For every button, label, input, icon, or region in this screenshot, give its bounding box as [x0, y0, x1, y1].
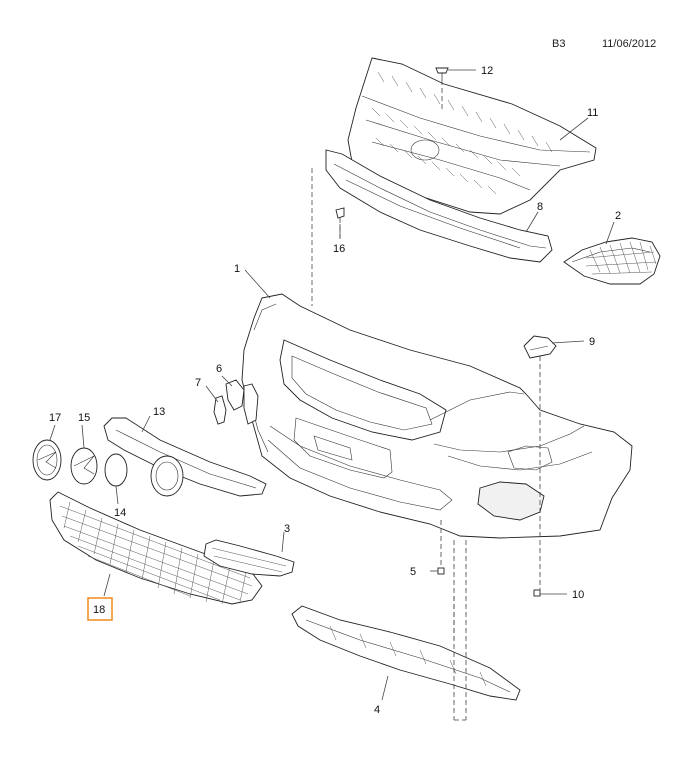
- callout-13: 13: [153, 406, 165, 418]
- part-bracket-6[interactable]: [225, 379, 245, 411]
- callout-16: 16: [333, 243, 345, 255]
- callout-3: 3: [284, 523, 290, 535]
- callout-17: 17: [49, 412, 61, 424]
- callout-18-highlight[interactable]: [87, 597, 113, 621]
- part-emblem-ring[interactable]: [150, 455, 184, 497]
- part-upper-grille-carrier[interactable]: [347, 57, 597, 215]
- part-screw-5[interactable]: [437, 567, 445, 575]
- part-emblem[interactable]: [32, 439, 62, 481]
- part-fog-lamp-grille-right[interactable]: [563, 237, 661, 285]
- part-emblem-base[interactable]: [104, 453, 128, 487]
- callout-14: 14: [114, 507, 126, 519]
- callout-labels: 12 11 2 8 16 1 9 6 7 13 17 15 14 3 5 10 …: [49, 65, 621, 716]
- part-lower-deflector[interactable]: [291, 605, 521, 701]
- callout-10: 10: [572, 589, 584, 601]
- part-grille-trim-strip[interactable]: [325, 149, 553, 263]
- callout-7: 7: [195, 377, 201, 389]
- part-lower-grille[interactable]: [49, 491, 263, 605]
- part-screw-10[interactable]: [533, 589, 541, 597]
- callout-1: 1: [234, 263, 240, 275]
- callout-18[interactable]: 18: [93, 604, 105, 616]
- callout-6: 6: [216, 363, 222, 375]
- callout-5: 5: [410, 566, 416, 578]
- part-bracket-7[interactable]: [213, 395, 227, 425]
- diagram-date: 11/06/2012: [602, 38, 657, 50]
- assembly-guide-lines: [311, 80, 541, 721]
- callout-9: 9: [589, 336, 595, 348]
- callout-4: 4: [374, 704, 380, 716]
- part-mounting-bracket[interactable]: [523, 335, 557, 359]
- callout-2: 2: [615, 210, 621, 222]
- diagram-code: B3: [552, 38, 566, 50]
- part-front-bumper-cover[interactable]: [241, 293, 633, 539]
- part-clip-16[interactable]: [335, 207, 345, 219]
- part-bracket-left-edge[interactable]: [243, 383, 259, 425]
- part-chrome-trim-strip[interactable]: [103, 417, 267, 497]
- callout-11: 11: [587, 107, 598, 119]
- callout-8: 8: [537, 201, 543, 213]
- callout-leader-lines: [49, 69, 615, 701]
- part-fog-lamp-bezel-left[interactable]: [203, 539, 295, 577]
- part-screw-12[interactable]: [435, 67, 449, 80]
- callout-12: 12: [481, 65, 493, 77]
- callout-15: 15: [78, 412, 90, 424]
- part-logo-emblem[interactable]: [70, 447, 98, 485]
